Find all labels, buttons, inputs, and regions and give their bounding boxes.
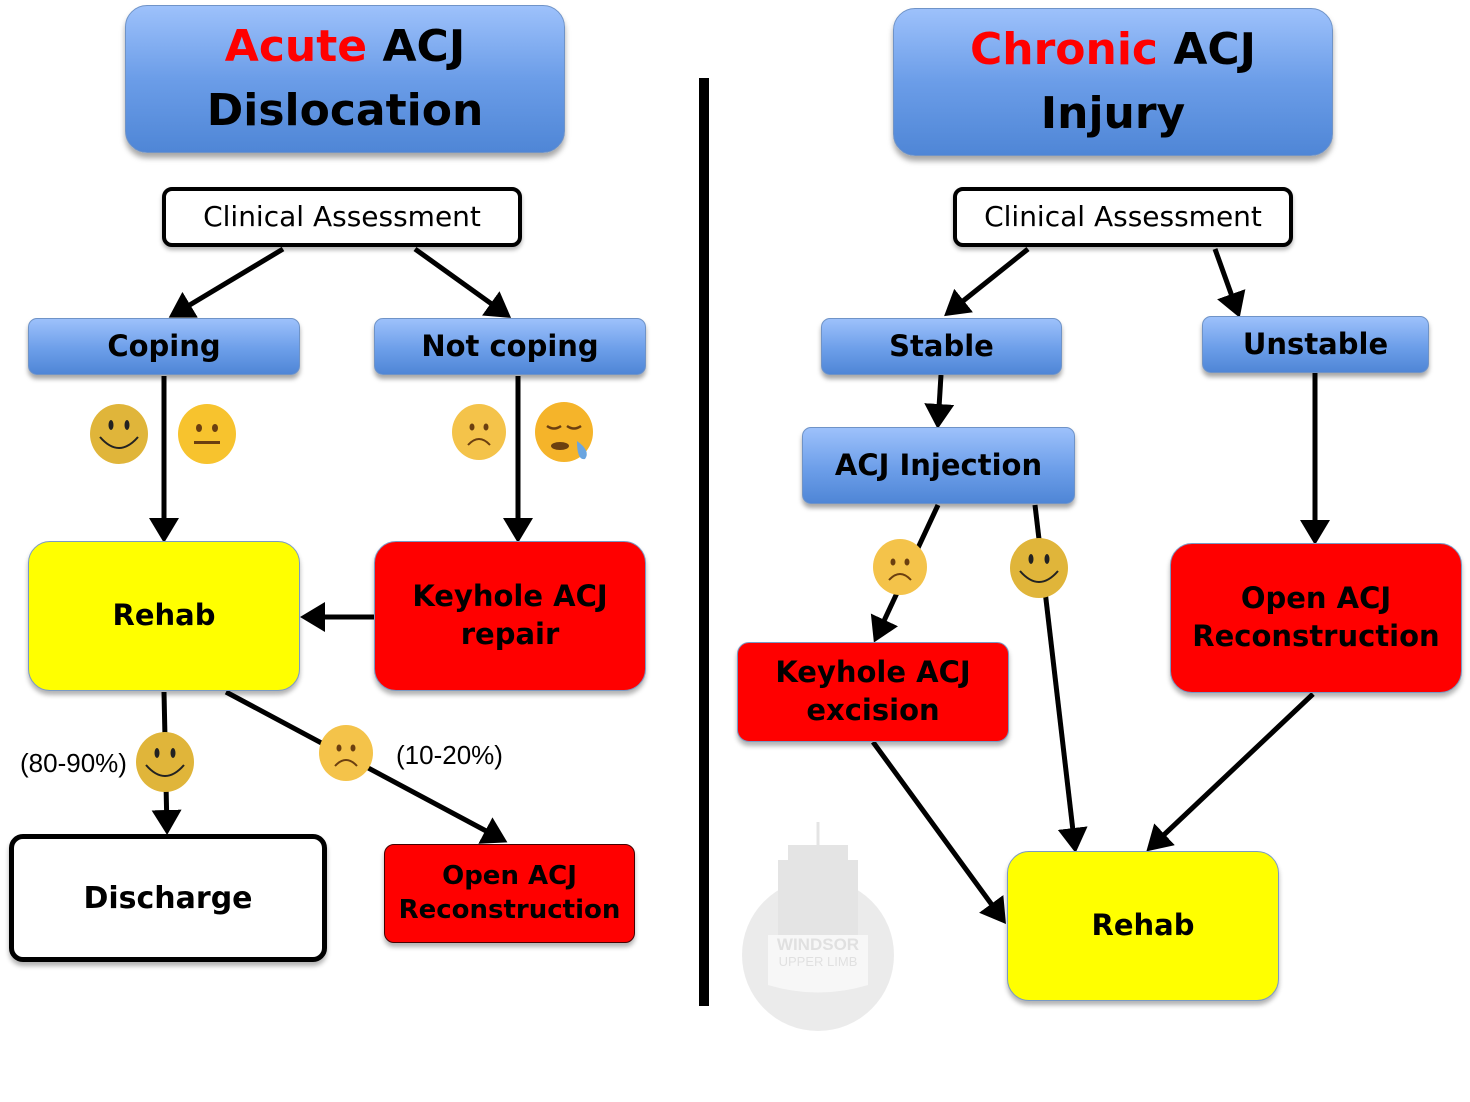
section-divider xyxy=(699,78,709,1006)
keyhole-excision-line1: Keyhole ACJ xyxy=(775,655,971,690)
arrow-assessment-to-stable xyxy=(944,247,1030,317)
chronic-rehab-box: Rehab xyxy=(1007,851,1279,1001)
chronic-clinical-assessment: Clinical Assessment xyxy=(953,187,1293,247)
arrow-assessment-to-not-coping xyxy=(413,246,512,318)
arrow-open-to-rehab xyxy=(1146,692,1315,852)
arrow-keyhole-to-rehab xyxy=(870,740,1006,925)
chronic-title-accent: Chronic xyxy=(969,24,1158,76)
chronic-title-line2: Injury xyxy=(1040,88,1186,139)
arrow-stable-to-injection xyxy=(924,374,955,429)
acute-clinical-assessment: Clinical Assessment xyxy=(162,187,522,247)
chronic-open-line2: Reconstruction xyxy=(1192,619,1440,653)
acute-title-line2: Dislocation xyxy=(206,85,484,136)
arrow-assessment-to-coping xyxy=(168,246,285,318)
windsor-upper-limb-logo: WINDSOR UPPER LIMB xyxy=(738,820,898,1040)
smiley-face-icon xyxy=(90,404,148,464)
keyhole-excision-box: Keyhole ACJ excision xyxy=(737,642,1009,742)
neutral-face-icon xyxy=(178,404,236,464)
smiley-face-icon xyxy=(1010,538,1068,598)
stable-box: Stable xyxy=(821,318,1062,375)
acute-title-rest: ACJ xyxy=(382,21,466,73)
chronic-title-line1: Chronic ACJ xyxy=(970,18,1256,82)
acj-injection-box: ACJ Injection xyxy=(802,427,1075,504)
open-reconstruction-percentage: (10-20%) xyxy=(396,740,503,770)
frowning-face-icon xyxy=(873,539,927,595)
chronic-open-line1: Open ACJ xyxy=(1240,581,1392,616)
acute-title-box: Acute ACJ Dislocation xyxy=(125,5,565,153)
keyhole-repair-box: Keyhole ACJ repair xyxy=(374,541,646,691)
keyhole-excision-line2: excision xyxy=(806,693,940,727)
discharge-box: Discharge xyxy=(9,834,327,962)
acute-rehab-box: Rehab xyxy=(28,541,300,691)
frowning-face-icon xyxy=(452,404,506,460)
sleepy-face-icon xyxy=(535,402,593,462)
chronic-title-box: Chronic ACJ Injury xyxy=(893,8,1333,156)
keyhole-repair-line2: repair xyxy=(460,617,560,651)
arrow-assessment-to-unstable xyxy=(1212,248,1246,318)
acute-title-accent: Acute xyxy=(224,21,368,73)
acute-title-line1: Acute ACJ xyxy=(225,15,465,79)
logo-text-line1: WINDSOR xyxy=(776,935,860,954)
frowning-face-icon xyxy=(319,725,373,781)
keyhole-repair-line1: Keyhole ACJ xyxy=(412,579,608,614)
castle-logo-icon xyxy=(742,822,894,1031)
unstable-box: Unstable xyxy=(1202,316,1429,373)
chronic-title-rest: ACJ xyxy=(1173,24,1257,76)
coping-box: Coping xyxy=(28,318,300,375)
acute-open-line2: Reconstruction xyxy=(398,894,621,925)
acute-open-line1: Open ACJ xyxy=(442,860,577,891)
chronic-open-reconstruction-box: Open ACJ Reconstruction xyxy=(1170,543,1462,693)
smiley-face-icon xyxy=(136,732,194,792)
acute-open-reconstruction-box: Open ACJ Reconstruction xyxy=(384,844,635,943)
discharge-percentage: (80-90%) xyxy=(20,748,127,778)
logo-text-line2: UPPER LIMB xyxy=(778,954,858,969)
not-coping-box: Not coping xyxy=(374,318,646,375)
